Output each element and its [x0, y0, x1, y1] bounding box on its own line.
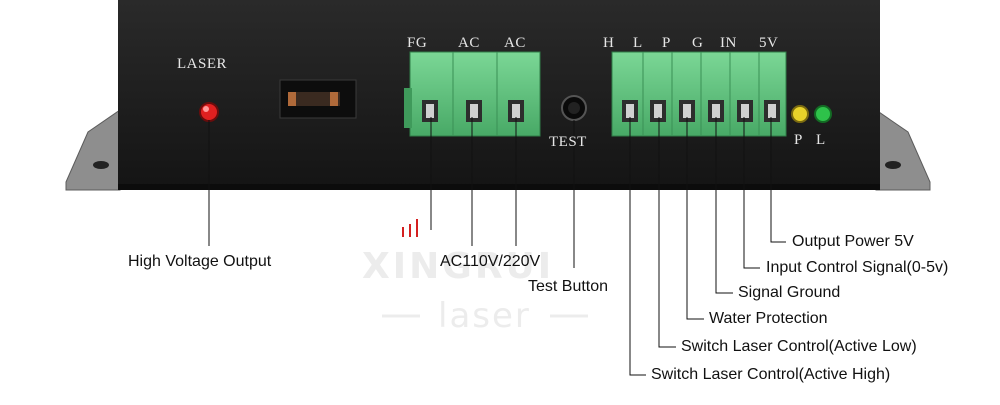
left-flange-hole [93, 161, 109, 169]
fuse-cap-left [288, 92, 296, 106]
led-label-p: P [794, 132, 803, 148]
test-label: TEST [549, 134, 587, 150]
high-voltage-mark [402, 219, 418, 237]
terminal-label-h: H [603, 35, 615, 51]
callout-output-power: Output Power 5V [792, 233, 914, 250]
terminal-label-l: L [633, 35, 643, 51]
left-terminal-block [409, 51, 541, 137]
laser-led-highlight [203, 106, 209, 112]
callout-input-control: Input Control Signal(0-5v) [766, 259, 949, 276]
right-terminal-block [611, 51, 787, 137]
right-flange-hole [885, 161, 901, 169]
terminal-label-p: P [662, 35, 671, 51]
callout-ac-input: AC110V/220V [440, 253, 541, 270]
right-mounting-flange [875, 109, 931, 191]
callout-signal-ground: Signal Ground [738, 284, 841, 301]
left-mounting-flange [65, 109, 121, 191]
callout-test-button: Test Button [528, 278, 609, 295]
p-led [791, 105, 809, 123]
terminal-label-ac1: AC [458, 35, 480, 51]
watermark-brand: XINGRUI [362, 246, 555, 287]
terminal-label-ac2: AC [504, 35, 526, 51]
led-label-l: L [816, 132, 826, 148]
case-bottom-edge [118, 184, 880, 190]
watermark-sub: laser [438, 296, 531, 336]
l-led [814, 105, 832, 123]
fuse-cap-right [330, 92, 338, 106]
laser-led [199, 102, 219, 122]
leader-lines [208, 117, 786, 376]
laser-label: LASER [177, 56, 228, 72]
right-terminal-screws [622, 100, 780, 122]
fuse-glass [290, 92, 340, 106]
terminal-label-5v: 5V [759, 35, 779, 51]
terminal-label-fg: FG [407, 35, 428, 51]
terminal-label-in: IN [720, 35, 737, 51]
terminal-label-g: G [692, 35, 704, 51]
callout-water-protection: Water Protection [709, 310, 828, 327]
callout-switch-active-low: Switch Laser Control(Active Low) [681, 338, 917, 355]
callout-high-voltage-output: High Voltage Output [128, 253, 272, 270]
callout-switch-active-high: Switch Laser Control(Active High) [651, 366, 891, 383]
